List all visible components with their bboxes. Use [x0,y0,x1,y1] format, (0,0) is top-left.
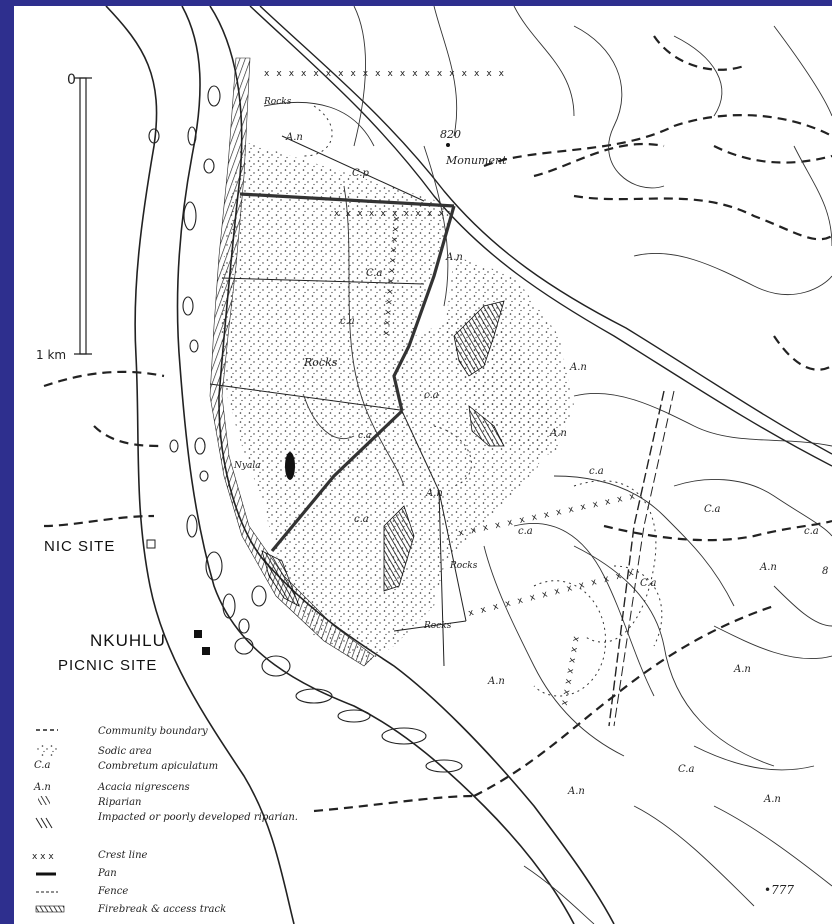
riparian-dense [261,550,300,607]
veg-an-6: A.n [759,562,777,573]
veg-ca-3: c.a [424,390,439,401]
legend: C.a A.n x x x Community boundary Sodic a… [32,726,298,915]
veg-ca-2: c.a [340,316,355,327]
veg-an-3: A.n [569,362,587,373]
pan-marker [285,452,295,480]
crest-line-4: x x x x x x x x x x x x x x [467,568,635,619]
legend-label-fence: Fence [97,886,128,897]
veg-ca-6: c.a [518,526,533,537]
river-bank-inner-west [176,6,575,924]
legend-label-acacia: Acacia nigrescens [97,782,190,793]
veg-an-9: A.n [567,786,585,797]
east-track [608,390,665,727]
legend-label-riparian: Riparian [97,797,141,808]
legend-label-crest: Crest line [98,850,148,861]
east-track-2 [613,390,675,727]
veg-ca-1: C.a [366,268,382,279]
scale-bar: 0 1 km [36,72,92,362]
monument-point [446,143,450,147]
veg-ca-4: c.a [358,431,371,441]
veg-ca-9: c.a [804,526,819,537]
main-road [249,6,832,467]
veg-an-5: A.n [425,488,443,499]
nic-site-label: NIC SITE [44,538,115,555]
map-sheet: x x x x x x x x x x x x x x x x x x x x … [14,6,832,924]
monument-height: 820 [440,128,461,141]
scale-bar-body [79,77,87,355]
rocks-label-north: Rocks [263,97,292,107]
fence-lines [209,135,467,667]
riparian-patch-3 [383,505,415,592]
legend-label-sodic: Sodic area [98,746,152,757]
legend-label-pan: Pan [97,868,117,879]
vegetation-labels: C.p A.n C.a c.a c.a c.a c.a c.a c.a C.a … [285,132,819,805]
crest-line-1: x x x x x x x x x x x x x x x x x x x x [264,69,505,79]
rocks-label-east: Rocks [423,621,452,631]
veg-ca-8: C.a [704,504,720,515]
legend-label-firebreak: Firebreak & access track [97,904,226,915]
riparian-patch-1 [453,300,505,377]
veg-an-2: A.n [445,252,463,263]
dotted-contours [303,105,663,697]
veg-an-4: A.n [549,428,567,439]
veg-ca-5: c.a [354,514,369,525]
legend-label-community-boundary: Community boundary [98,726,208,737]
monument-label: Monument [445,154,507,167]
contours [263,6,832,924]
veg-ca-11: C.a [678,764,694,775]
river-bank-west [105,6,295,924]
river-islands [148,85,463,773]
truncated-right-label: 8 [822,566,828,577]
veg-ca-7: c.a [589,466,604,477]
crest-line-2: x x x x x x x x x x [334,209,445,219]
sodic-area-east [444,256,574,456]
scale-bar-bottom-label: 1 km [36,348,66,362]
block-boundaries [239,192,456,553]
picnic-site-marker-2 [202,647,210,655]
vegetation-map: x x x x x x x x x x x x x x x x x x x x … [32,6,832,924]
legend-symbol-riparian [38,796,50,805]
scale-bar-top-label: 0 [67,72,76,88]
veg-ca-10: C.a [640,578,656,589]
legend-label-impacted: Impacted or poorly developed riparian. [97,812,298,823]
nic-site-marker [146,539,156,549]
legend-symbol-firebreak [35,905,65,913]
riparian-patch-2 [468,405,505,447]
spot-height-777: •777 [764,883,794,897]
crest-line-5: x x x x x x x [559,635,581,706]
legend-symbol-sodic [36,744,58,756]
community-boundaries [43,35,832,813]
veg-an-1: A.n [285,132,303,143]
veg-an-10: A.n [763,794,781,805]
nkuhlu-label: NKUHLU [90,631,166,650]
legend-symbol-an: A.n [33,782,51,793]
riparian-strip [209,57,375,667]
sodic-area [219,141,554,666]
veg-an-8: A.n [487,676,505,687]
legend-symbol-crest: x x x [32,852,54,862]
veg-an-7: A.n [733,664,751,675]
legend-symbol-impacted [35,817,53,829]
rocks-label-central: Rocks [303,356,338,369]
picnic-site-marker-1 [194,630,202,638]
veg-cp: C.p [352,168,369,179]
nyala-label: Nyala [233,461,261,471]
rocks-label-south: Rocks [449,561,478,571]
legend-symbol-ca: C.a [34,760,50,771]
legend-label-combretum: Combretum apiculatum [98,761,218,772]
picnic-site-label: PICNIC SITE [58,657,157,674]
